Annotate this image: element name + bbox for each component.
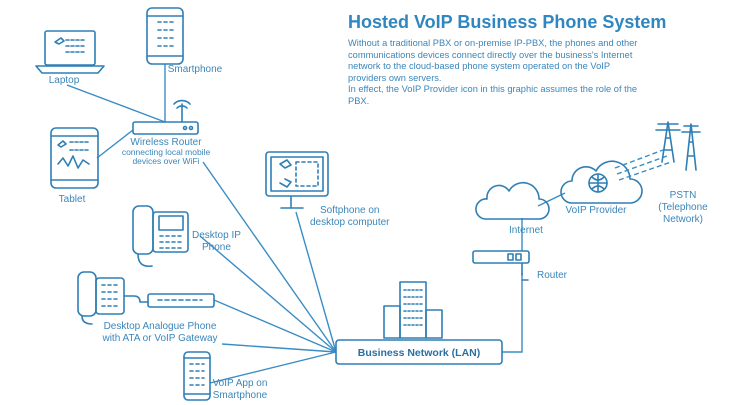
- connection-lines: [66, 64, 566, 384]
- voip-app-label-1: VoIP App on: [213, 378, 268, 389]
- description-paragraph-2: In effect, the VoIP Provider icon in thi…: [348, 84, 638, 106]
- globe-cloud-icon: [560, 160, 643, 204]
- router-label: Router: [537, 270, 568, 281]
- desktop-ip-label-1: Desktop IP: [192, 230, 241, 241]
- wireless-router-sub2: devices over WiFi: [132, 156, 199, 166]
- wireless-router-sub1: connecting local mobile: [122, 147, 211, 157]
- tablet-icon: [50, 127, 99, 189]
- analogue-label-1: Desktop Analogue Phone: [104, 321, 217, 332]
- wireless-router-label: Wireless Router: [130, 137, 202, 148]
- analogue-phone-icon: [77, 271, 149, 325]
- softphone-label-1: Softphone on: [320, 205, 380, 216]
- softphone-label-2: desktop computer: [310, 217, 390, 228]
- lan-label: Business Network (LAN): [358, 347, 481, 359]
- desktop-ip-label-2: Phone: [202, 242, 231, 253]
- cloud-icon: [475, 181, 550, 220]
- lan-box: [335, 339, 503, 365]
- tablet-label: Tablet: [59, 194, 86, 205]
- router-icon: [472, 250, 530, 281]
- voip-app-smartphone-icon: [183, 351, 211, 401]
- building-icon: [383, 281, 443, 339]
- description-paragraph-1: Without a traditional PBX or on-premise …: [348, 38, 638, 83]
- pstn-label-2: (Telephone: [658, 202, 708, 213]
- analogue-label-2: with ATA or VoIP Gateway: [101, 333, 217, 344]
- wireless-router-icon: [132, 99, 199, 135]
- monitor-icon: [265, 151, 329, 209]
- pstn-label-1: PSTN: [670, 190, 697, 201]
- smartphone-label: Smartphone: [168, 64, 223, 75]
- laptop-label: Laptop: [49, 75, 80, 86]
- gateway-icon: [147, 293, 215, 308]
- tower-icon: [655, 121, 701, 171]
- ip-phone-icon: [132, 205, 189, 268]
- smartphone-icon: [146, 7, 184, 65]
- description: Without a traditional PBX or on-premise …: [348, 38, 648, 108]
- internet-label: Internet: [509, 225, 543, 236]
- page-title: Hosted VoIP Business Phone System: [348, 12, 667, 32]
- pstn-label-3: Network): [663, 214, 703, 225]
- voip-app-label-2: Smartphone: [213, 390, 268, 401]
- signal-lines: [614, 149, 672, 181]
- voip-provider-label: VoIP Provider: [566, 205, 628, 216]
- laptop-icon: [35, 30, 105, 74]
